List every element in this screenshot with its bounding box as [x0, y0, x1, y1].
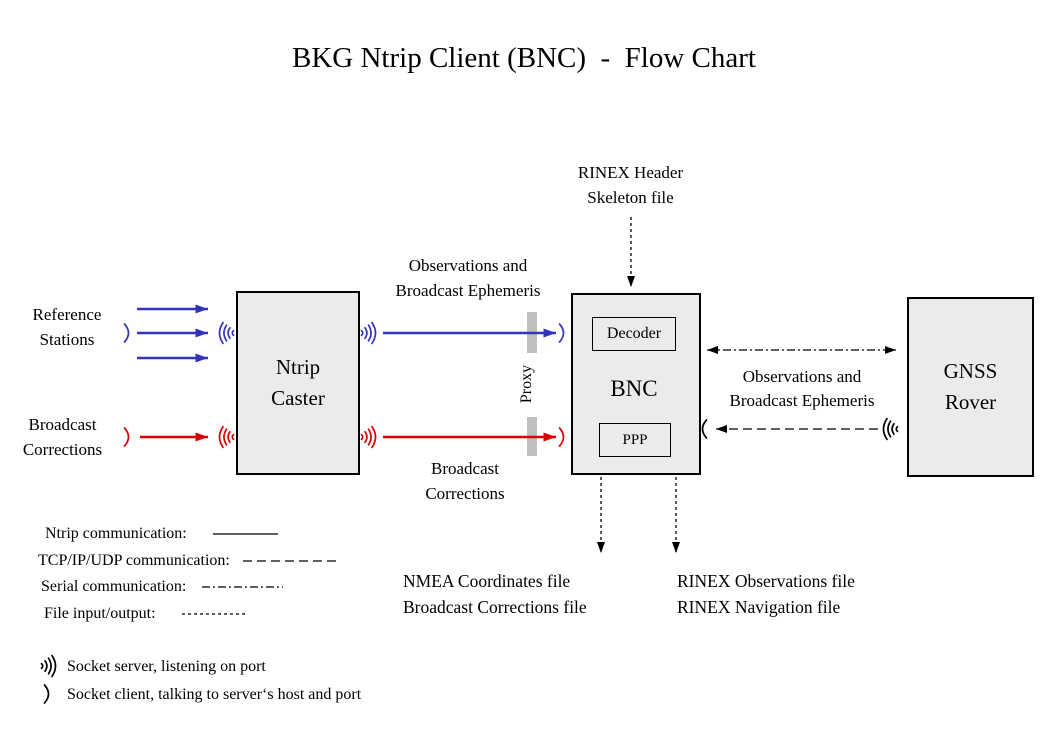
page-title: BKG Ntrip Client (BNC) - Flow Chart — [292, 42, 756, 74]
socket-server-icon — [40, 654, 57, 678]
socket-server-icon — [218, 425, 235, 449]
legend-socket-server: Socket server, listening on port — [67, 658, 266, 675]
socket-client-icon — [123, 323, 130, 343]
label-rinex-output-files: RINEX Observations file RINEX Navigation… — [677, 571, 855, 617]
socket-server-icon — [218, 321, 235, 345]
label-broadcast-corrections-mid: Broadcast Corrections — [425, 459, 505, 503]
label-nmea-output-files: NMEA Coordinates file Broadcast Correcti… — [403, 571, 587, 617]
proxy-label: Proxy — [518, 364, 535, 404]
socket-server-icon — [360, 321, 377, 345]
socket-server-icon — [882, 417, 899, 441]
node-gnss-rover: GNSS Rover — [907, 297, 1034, 477]
socket-server-icon — [360, 425, 377, 449]
socket-client-icon — [123, 427, 130, 447]
node-ppp: PPP — [599, 423, 671, 457]
label-observations-ephemeris-right: Observations and Broadcast Ephemeris — [729, 367, 875, 410]
node-bnc-label: BNC — [610, 376, 658, 401]
label-reference-stations: Reference Stations — [32, 305, 102, 349]
node-ntrip-caster: Ntrip Caster — [236, 291, 360, 475]
label-broadcast-corrections-left: Broadcast Corrections — [22, 415, 103, 459]
socket-client-icon — [558, 427, 565, 447]
legend-socket-client: Socket client, talking to server‘s host … — [67, 686, 362, 703]
legend-tcp-communication: TCP/IP/UDP communication: — [38, 552, 230, 569]
legend-file-io: File input/output: — [44, 605, 156, 622]
legend-ntrip-communication: Ntrip communication: — [45, 525, 187, 542]
label-rinex-header-skeleton: RINEX Header Skeleton file — [577, 163, 684, 207]
socket-client-icon — [43, 684, 50, 704]
label-observations-ephemeris-left: Observations and Broadcast Ephemeris — [395, 256, 541, 300]
socket-client-icon — [701, 419, 708, 439]
node-decoder: Decoder — [592, 317, 676, 351]
legend-serial-communication: Serial communication: — [41, 578, 187, 595]
socket-client-icon — [558, 323, 565, 343]
